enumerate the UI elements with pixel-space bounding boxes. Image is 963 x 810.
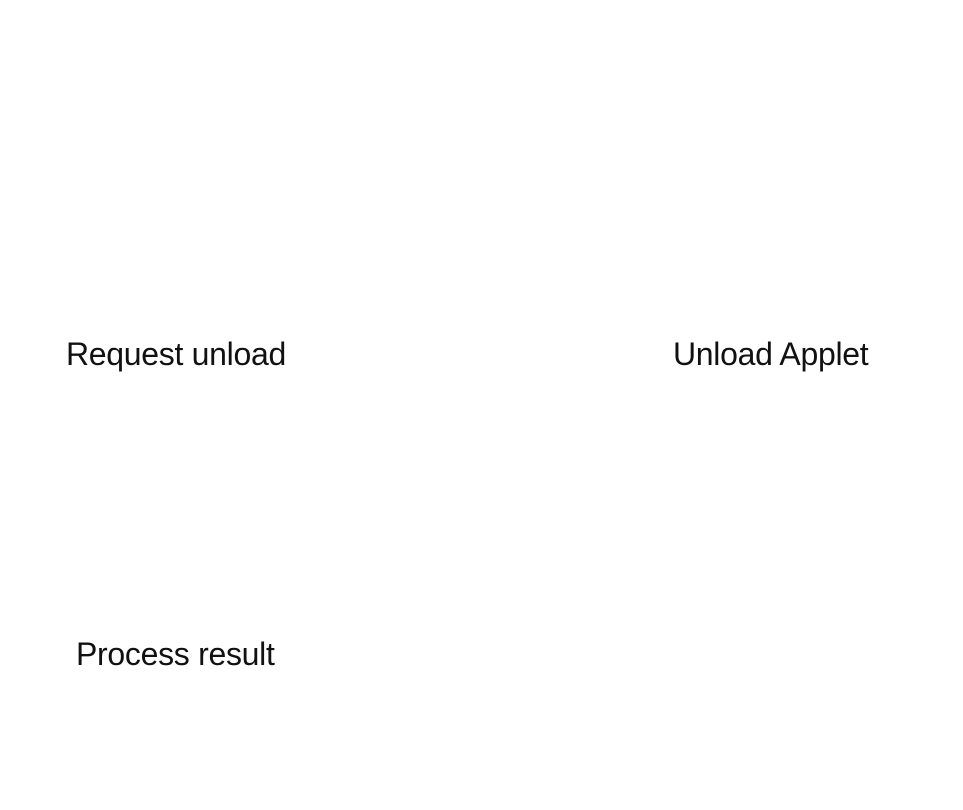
node-unload-applet: Unload Applet xyxy=(673,336,869,372)
node-request-unload: Request unload xyxy=(66,336,286,372)
node-process-result: Process result xyxy=(76,636,275,672)
